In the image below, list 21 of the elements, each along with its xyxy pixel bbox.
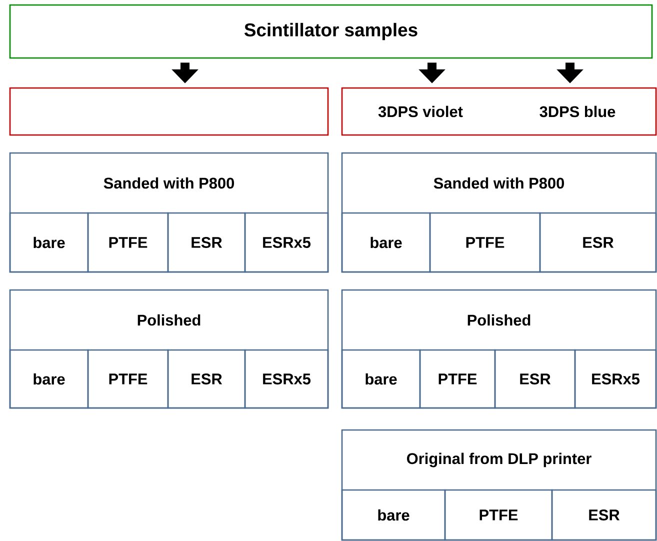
table-cell: bare: [341, 489, 446, 541]
table-cell: bare: [341, 349, 421, 409]
category-box: 3DPS violet 3DPS blue: [341, 87, 657, 136]
table-cell: bare: [9, 349, 89, 409]
table-cell: ESRx5: [244, 212, 329, 273]
table-cell: ESRx5: [574, 349, 657, 409]
table-cell: PTFE: [429, 212, 541, 273]
table-cell: bare: [341, 212, 431, 273]
table-cell: ESRx5: [244, 349, 329, 409]
table-cell: ESR: [167, 212, 246, 273]
table-cell: ESR: [539, 212, 657, 273]
category-box: [9, 87, 329, 136]
table-cell: ESR: [167, 349, 246, 409]
table-cell: ESR: [494, 349, 576, 409]
table-cell: PTFE: [444, 489, 553, 541]
table-cell: ESR: [551, 489, 657, 541]
table-cell: PTFE: [87, 212, 169, 273]
table-cell: PTFE: [87, 349, 169, 409]
table-cell: bare: [9, 212, 89, 273]
title-box: Scintillator samples: [9, 4, 653, 59]
table-cell: PTFE: [419, 349, 496, 409]
